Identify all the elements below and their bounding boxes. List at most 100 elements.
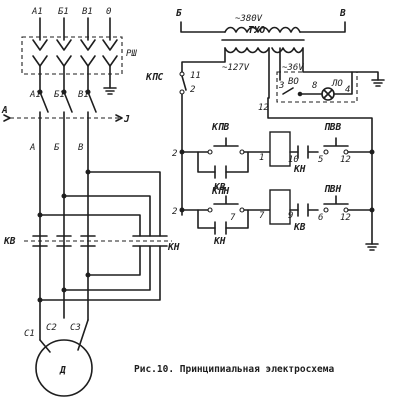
kpn-contact-a <box>207 207 213 213</box>
label-kv-d: КВ <box>293 222 306 233</box>
rsh-box <box>21 36 123 75</box>
label-b1-mid: Б1 <box>54 90 65 100</box>
kpv-contact-a <box>207 149 213 155</box>
label-motor: Д <box>59 365 66 376</box>
label-kv-left: КВ <box>3 236 16 247</box>
kn-interlock-1 <box>297 145 319 159</box>
label-7-b: 7 <box>259 211 265 221</box>
pvv-contact-a <box>323 149 329 155</box>
supply-leads <box>39 17 111 41</box>
label-lo: ЛО <box>331 79 343 89</box>
label-c2: C2 <box>46 323 57 333</box>
transformer-secondary-36 <box>271 47 304 54</box>
label-kv-c: КВ <box>213 182 226 193</box>
label-rsh: РШ <box>126 49 137 59</box>
kv-hold-contact <box>214 165 227 179</box>
label-c1: C1 <box>24 329 35 339</box>
label-5: 5 <box>318 155 323 165</box>
main-switch-blades <box>39 91 97 113</box>
node-rev-2 <box>61 287 67 293</box>
kv-hold-branch <box>197 151 249 173</box>
label-vo: ВО <box>288 77 299 87</box>
pvv-switch <box>323 137 373 153</box>
label-v-low: В <box>78 143 84 153</box>
relay-coil-1 <box>269 131 291 167</box>
label-11: 11 <box>190 71 201 81</box>
node-rev-1 <box>85 272 91 278</box>
lamp-symbol <box>321 87 335 101</box>
label-12-r1: 12 <box>340 155 351 165</box>
kn-feed-lines <box>39 171 161 237</box>
label-3: 3 <box>278 81 284 91</box>
kps-blade <box>181 75 187 91</box>
label-v1-top: В1 <box>82 7 93 17</box>
label-4: 4 <box>345 85 350 95</box>
label-kpn: КПН <box>211 186 229 197</box>
label-arrow-a: A <box>1 105 8 116</box>
label-10: 10 <box>288 155 299 165</box>
label-1: 1 <box>259 153 264 163</box>
ground-36v-symbol <box>371 79 385 87</box>
kv-interlock-2 <box>297 203 319 217</box>
lamp-box <box>276 71 358 103</box>
label-kn-d: КН <box>213 236 226 247</box>
label-pvv: ПВВ <box>324 122 341 133</box>
node-rev-3 <box>37 297 43 303</box>
label-b-top: Б <box>176 8 182 19</box>
relay-coil-2 <box>269 189 291 225</box>
label-9: 9 <box>288 211 293 221</box>
label-arrow-j: J <box>123 114 130 125</box>
label-8: 8 <box>312 81 317 91</box>
label-a1-mid: A1 <box>29 90 41 100</box>
label-kn-right: КН <box>167 242 180 253</box>
ground-12-symbol <box>365 243 379 251</box>
lamp-circuit-wires <box>282 71 353 95</box>
kpv-button <box>213 137 239 147</box>
rsh-outputs <box>39 65 111 91</box>
pvn-switch <box>323 195 373 211</box>
arrow-j-head <box>115 114 123 122</box>
rsh-contacts <box>32 39 118 67</box>
label-6: 6 <box>318 213 323 223</box>
label-kps: КПС <box>145 72 163 83</box>
label-2-kps: 2 <box>190 85 195 95</box>
arrow-a-head <box>3 114 11 122</box>
kn-hold-contact <box>214 221 227 235</box>
label-b-low: Б <box>54 143 60 153</box>
ground-0-symbol <box>103 87 117 95</box>
label-kpv: КПВ <box>211 122 229 133</box>
transformer-primary-coil <box>224 26 301 33</box>
power-circuit: A1 Б1 В1 0 РШ A1 Б1 В1 A J A Б В <box>1 7 180 397</box>
kpn-button <box>213 195 239 205</box>
label-2-r2: 2 <box>172 207 177 217</box>
label-127v: ~127V <box>222 63 250 73</box>
label-a1-top: A1 <box>31 7 43 17</box>
label-380v: ~380V <box>235 14 263 24</box>
label-c3: C3 <box>70 323 81 333</box>
label-a-low: A <box>29 143 35 153</box>
kpn-contact-b <box>239 207 245 213</box>
line-12 <box>267 97 373 245</box>
label-12-r2: 12 <box>340 213 351 223</box>
lamp-cross <box>323 89 333 99</box>
label-0-top: 0 <box>106 7 111 17</box>
label-12-mid: 12 <box>258 103 269 113</box>
node-lamp-a <box>297 91 303 97</box>
kpv-contact-b <box>239 149 245 155</box>
kn-hold-branch <box>197 209 249 229</box>
label-pvn: ПВН <box>324 184 341 195</box>
motor-symbol <box>35 339 93 397</box>
pvn-contact-a <box>323 207 329 213</box>
label-v1-mid: В1 <box>78 90 89 100</box>
reversal-wiring <box>39 245 161 301</box>
node-r2-right <box>369 207 375 213</box>
label-7: 7 <box>230 213 236 223</box>
label-36v: ~36V <box>282 63 304 73</box>
control-circuit: Б В ~380V ТУО ~127V ~36V 3 ВО 8 ЛО 4 КПС… <box>145 8 385 251</box>
transformer-primary-leads <box>180 21 346 33</box>
figure-caption: Рис.10. Принципиальная электросхема <box>134 364 334 375</box>
label-2-r1: 2 <box>172 149 177 159</box>
label-v-top: В <box>339 8 346 19</box>
label-kn-c: КН <box>293 164 306 175</box>
